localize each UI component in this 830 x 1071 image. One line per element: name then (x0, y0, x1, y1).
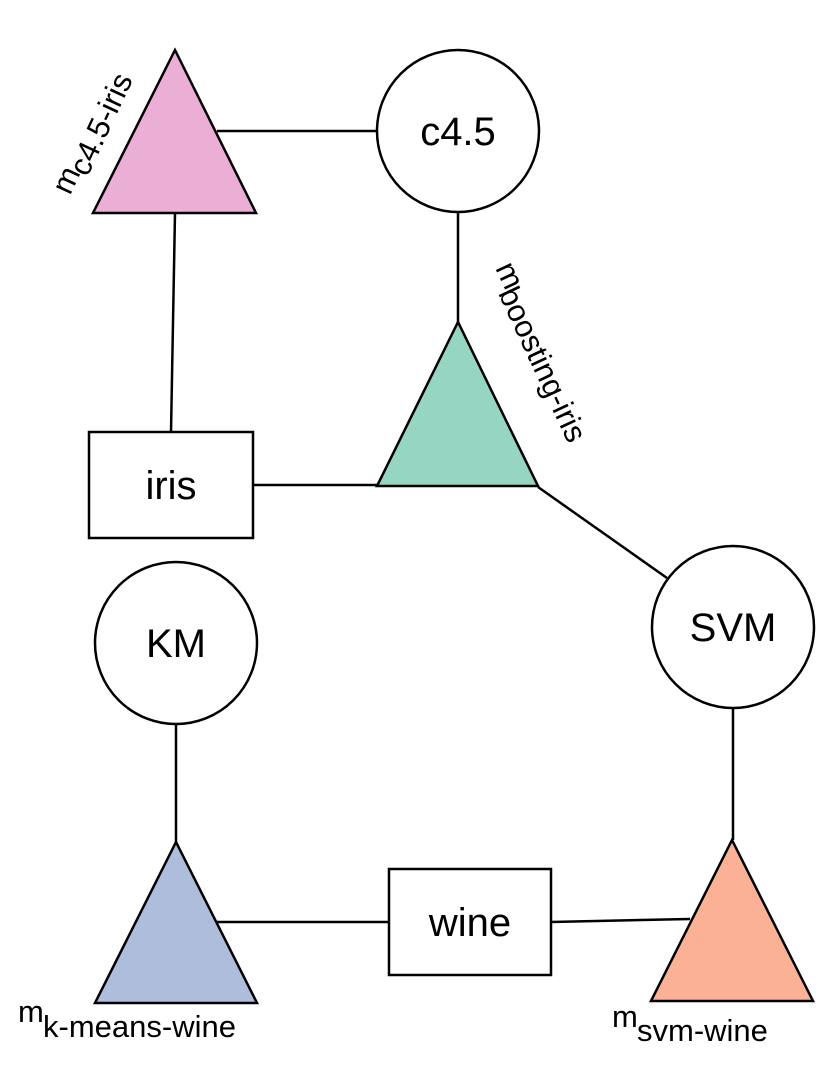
dataset-wine-node (387, 867, 553, 977)
model-svm-wine-triangle (648, 837, 816, 1003)
svg-text:m: m (612, 999, 638, 1034)
svg-text:m: m (18, 994, 44, 1029)
algorithm-svm-node (650, 544, 816, 710)
wine-label: wine (428, 901, 511, 945)
dataset-iris-node (87, 430, 255, 540)
iris-label: iris (145, 464, 196, 508)
c45-label: c4.5 (420, 110, 496, 154)
algorithm-km-node (93, 560, 259, 726)
model-boosting-iris-triangle (374, 319, 541, 488)
edge-m-c45-iris-to-iris (169, 212, 177, 433)
model-kmeans-wine-triangle (92, 839, 260, 1005)
model-c45-iris-triangle (90, 47, 259, 215)
km-label: KM (146, 622, 206, 666)
svm-label: SVM (690, 606, 777, 650)
model-svm-wine-label: m svm-wine (612, 999, 768, 1048)
edge-wine-to-m-svm-wine (550, 917, 691, 924)
svg-text:k-means-wine: k-means-wine (43, 1009, 236, 1044)
model-kmeans-wine-label: m k-means-wine (18, 994, 236, 1044)
edge-m-boosting-iris-to-svm (537, 485, 668, 580)
algorithm-c45-node (375, 48, 541, 214)
svg-text:svm-wine: svm-wine (637, 1013, 768, 1048)
